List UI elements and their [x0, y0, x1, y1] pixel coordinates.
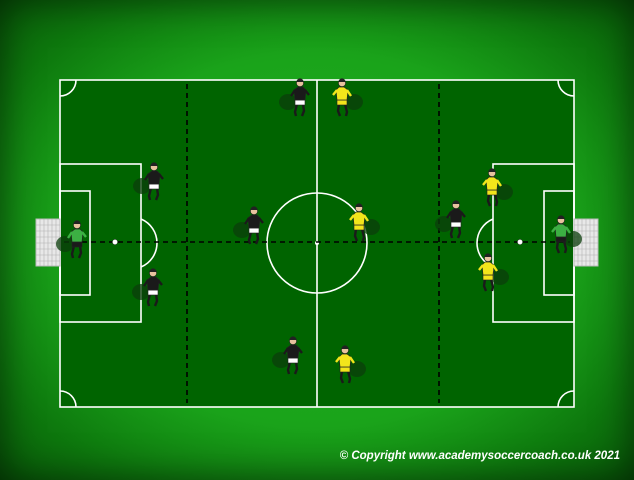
dark-forward-bottom: [272, 336, 303, 375]
left-goalkeeper: [56, 220, 87, 259]
yellow-defender-top: [482, 168, 513, 207]
ball-right: [517, 239, 523, 245]
yellow-defender-bottom: [478, 253, 509, 292]
corner-arc-bottom-left: [59, 390, 77, 408]
left-penalty-arc: [140, 218, 158, 268]
players-layer: [56, 78, 582, 384]
dark-forward-top: [279, 78, 310, 117]
corner-arc-top-left: [59, 79, 77, 97]
dark-defender-bottom: [132, 268, 163, 307]
right-goalkeeper: [551, 215, 582, 254]
copyright-text: © Copyright www.academysoccercoach.co.uk…: [339, 450, 620, 462]
left-goal: [35, 218, 61, 267]
yellow-midfielder-center: [349, 203, 380, 242]
dark-defender-top: [133, 162, 164, 201]
center-circle: [266, 192, 368, 294]
corner-arc-top-right: [557, 79, 575, 97]
yellow-midfielder-top: [332, 78, 363, 117]
dark-forward-right: [435, 200, 466, 239]
corner-arc-bottom-right: [557, 390, 575, 408]
dark-midfielder-center: [233, 206, 264, 245]
yellow-midfielder-bottom: [335, 345, 366, 384]
ball-left: [112, 239, 118, 245]
